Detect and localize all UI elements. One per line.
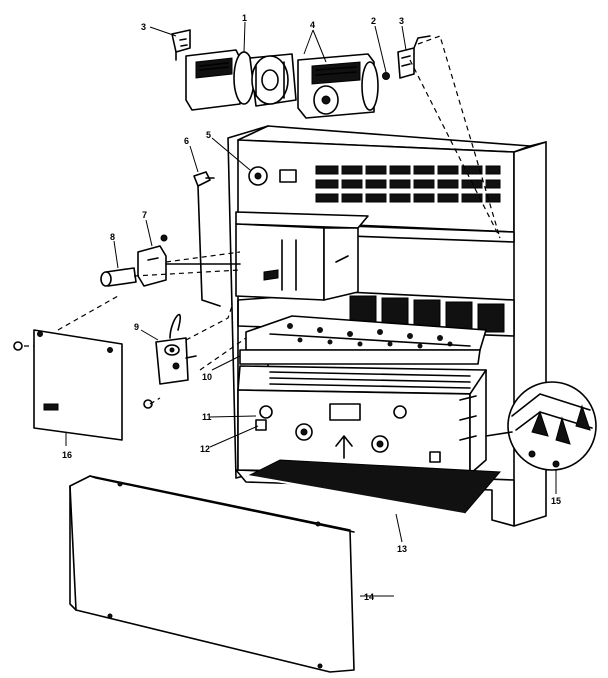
side-access-cover bbox=[13, 329, 153, 441]
callout-nut: 2 bbox=[371, 16, 376, 26]
assembly-line bbox=[24, 295, 161, 405]
dashed-guide-chamber bbox=[199, 337, 247, 371]
front-panel bbox=[69, 475, 355, 673]
grille-detail-view bbox=[485, 381, 597, 471]
combustion-chamber bbox=[237, 365, 487, 475]
dashed-guide-valve bbox=[133, 251, 241, 341]
callout-blower-wheels: 4 bbox=[310, 20, 315, 30]
callout-bracket-right: 3 bbox=[399, 16, 404, 26]
dashed-guide-blower bbox=[409, 35, 501, 239]
callout-chamber-lower: 12 bbox=[200, 444, 210, 454]
nut-icon bbox=[382, 72, 390, 80]
callout-grille-detail: 15 bbox=[551, 496, 561, 506]
blower-assembly bbox=[171, 29, 431, 119]
switch bbox=[155, 313, 197, 385]
callout-labels: 3 1 4 2 3 5 6 7 8 9 10 11 12 16 13 14 15 bbox=[62, 13, 561, 602]
blower-housing-right bbox=[297, 53, 379, 119]
blower-motor bbox=[249, 53, 297, 107]
front-louvers bbox=[315, 162, 501, 208]
right-bracket bbox=[397, 35, 431, 79]
callout-burner: 10 bbox=[202, 372, 212, 382]
valve-housing bbox=[235, 211, 369, 301]
callout-chamber: 11 bbox=[202, 412, 212, 422]
blower-housing-left bbox=[185, 49, 255, 111]
callout-thermocouple: 6 bbox=[184, 136, 189, 146]
gas-valve bbox=[137, 234, 241, 287]
arrow-up-icon bbox=[335, 435, 353, 459]
thermocouple bbox=[193, 171, 221, 307]
callout-switch: 9 bbox=[134, 322, 139, 332]
callout-bracket-left: 3 bbox=[141, 22, 146, 32]
grate bbox=[349, 295, 505, 333]
leader-lines bbox=[65, 21, 557, 597]
regulator bbox=[100, 267, 137, 287]
callout-gas-valve: 7 bbox=[142, 210, 147, 220]
burner-assembly bbox=[239, 315, 487, 365]
callout-front-panel: 14 bbox=[364, 592, 374, 602]
callout-bottom-tray: 13 bbox=[397, 544, 407, 554]
callout-side-access-cover: 16 bbox=[62, 450, 72, 460]
callout-knob: 5 bbox=[206, 130, 211, 140]
callout-blower-housing: 1 bbox=[242, 13, 247, 23]
left-bracket bbox=[171, 29, 191, 61]
bottom-tray bbox=[246, 459, 502, 515]
callout-regulator: 8 bbox=[110, 232, 115, 242]
